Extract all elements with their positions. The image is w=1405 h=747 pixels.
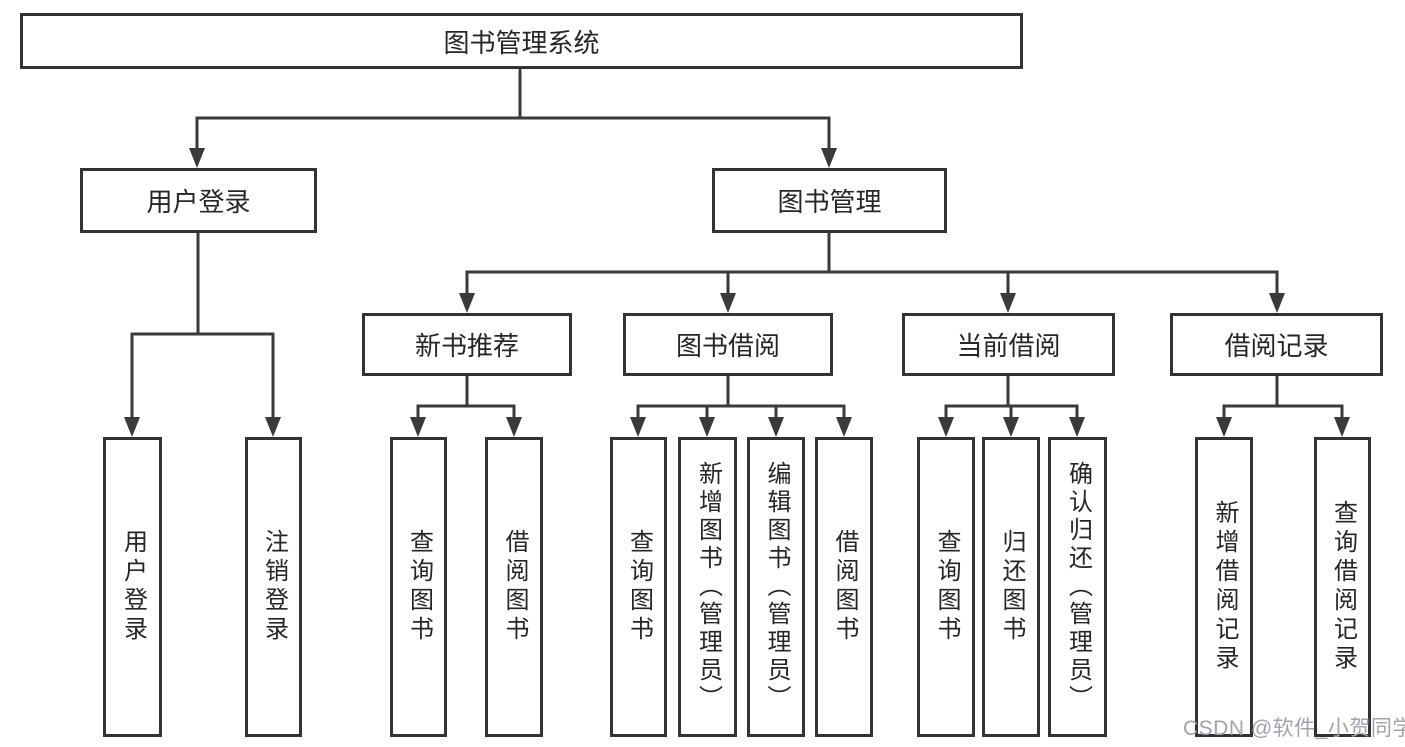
leaf-add-borrow-record: 新增借阅记录 xyxy=(1195,437,1253,737)
leaf-add-borrow-record-label: 新增借阅记录 xyxy=(1211,500,1238,674)
leaf-borrow-books-recommend: 借阅图书 xyxy=(485,437,543,737)
node-book-management: 图书管理 xyxy=(712,168,947,233)
leaf-query-books-borrow: 查询图书 xyxy=(610,437,667,737)
node-user-login: 用户登录 xyxy=(80,168,317,233)
arrowhead-icon xyxy=(265,417,281,437)
arrowhead-icon xyxy=(821,148,837,168)
leaf-query-borrow-record-label: 查询借阅记录 xyxy=(1329,500,1357,674)
csdn-watermark: CSDN @软件_小贺同学 xyxy=(1183,717,1405,740)
arrowhead-icon xyxy=(459,293,475,313)
arrowhead-icon xyxy=(1216,417,1232,437)
arrowhead-icon xyxy=(1000,293,1016,313)
arrowhead-icon xyxy=(1069,417,1085,437)
node-borrow-records-label: 借阅记录 xyxy=(1224,331,1329,361)
node-current-borrow: 当前借阅 xyxy=(902,313,1115,376)
leaf-query-books-recommend-label: 查询图书 xyxy=(405,529,433,645)
leaf-return-books: 归还图书 xyxy=(982,437,1040,737)
leaf-query-books-current: 查询图书 xyxy=(917,437,975,737)
leaf-logout: 注销登录 xyxy=(245,437,302,737)
node-root-label: 图书管理系统 xyxy=(443,27,600,58)
leaf-edit-books-admin: 编辑图书（管理员） xyxy=(747,437,805,737)
leaf-user-login: 用户登录 xyxy=(103,437,162,737)
node-book-borrow-label: 图书借阅 xyxy=(675,331,780,361)
arrowhead-icon xyxy=(189,148,205,168)
leaf-confirm-return-admin-label: 确认归还（管理员） xyxy=(1064,461,1092,713)
arrowhead-icon xyxy=(124,417,140,437)
arrowhead-icon xyxy=(630,417,646,437)
arrowhead-icon xyxy=(1003,417,1019,437)
node-book-management-label: 图书管理 xyxy=(777,187,882,217)
leaf-borrow-books: 借阅图书 xyxy=(815,437,873,737)
leaf-borrow-books-label: 借阅图书 xyxy=(831,529,858,645)
arrowhead-icon xyxy=(1334,417,1350,437)
arrowhead-icon xyxy=(720,293,736,313)
node-new-book-recommend-label: 新书推荐 xyxy=(414,331,519,361)
node-root: 图书管理系统 xyxy=(20,13,1023,69)
leaf-query-books-borrow-label: 查询图书 xyxy=(625,529,653,645)
leaf-confirm-return-admin: 确认归还（管理员） xyxy=(1048,437,1107,737)
node-borrow-records: 借阅记录 xyxy=(1170,313,1383,376)
arrowhead-icon xyxy=(768,417,784,437)
leaf-borrow-books-recommend-label: 借阅图书 xyxy=(501,529,528,645)
arrowhead-icon xyxy=(1269,293,1285,313)
leaf-query-books-recommend: 查询图书 xyxy=(390,437,447,737)
leaf-query-books-current-label: 查询图书 xyxy=(933,529,960,645)
arrowhead-icon xyxy=(506,417,522,437)
arrowhead-icon xyxy=(410,417,426,437)
leaf-edit-books-admin-label: 编辑图书（管理员） xyxy=(763,461,790,713)
leaf-add-books-admin: 新增图书（管理员） xyxy=(678,437,737,737)
leaf-add-books-admin-label: 新增图书（管理员） xyxy=(694,461,722,713)
leaf-user-login-label: 用户登录 xyxy=(119,529,147,645)
node-current-borrow-label: 当前借阅 xyxy=(956,331,1061,361)
leaf-query-borrow-record: 查询借阅记录 xyxy=(1314,437,1371,737)
arrowhead-icon xyxy=(938,417,954,437)
node-book-borrow: 图书借阅 xyxy=(623,313,833,376)
arrowhead-icon xyxy=(699,417,715,437)
node-user-login-label: 用户登录 xyxy=(146,187,251,217)
arrowhead-icon xyxy=(836,417,852,437)
node-new-book-recommend: 新书推荐 xyxy=(362,313,572,376)
leaf-logout-label: 注销登录 xyxy=(260,529,288,645)
leaf-return-books-label: 归还图书 xyxy=(998,529,1025,645)
